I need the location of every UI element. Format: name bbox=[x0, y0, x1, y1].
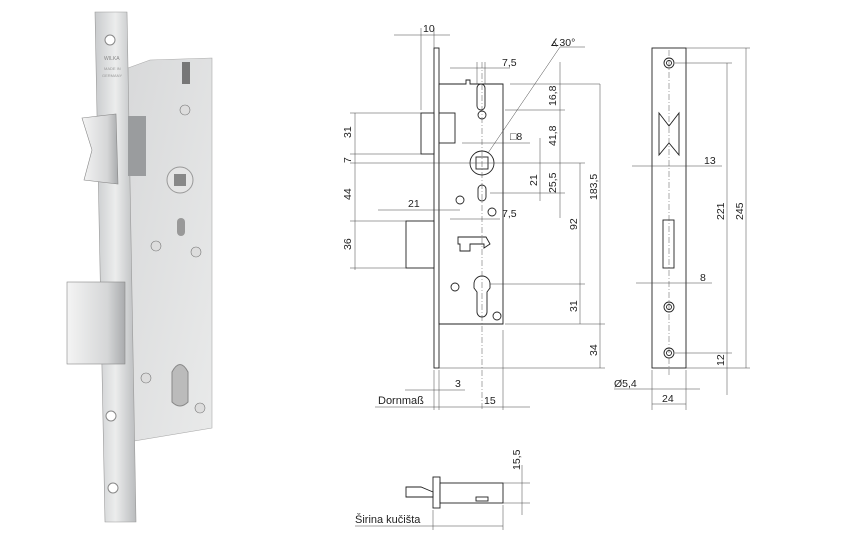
strike-dimension-lines bbox=[614, 47, 750, 410]
svg-text:16,8: 16,8 bbox=[547, 85, 559, 106]
svg-text:44: 44 bbox=[342, 188, 354, 200]
deadbolt bbox=[405, 220, 435, 269]
bottom-latch bbox=[405, 486, 434, 498]
bottom-faceplate bbox=[432, 476, 441, 509]
bolt-opening bbox=[662, 219, 675, 269]
front-dimension-lines bbox=[350, 28, 605, 410]
strike-plate-view: 13 8 221 245 12 Ø5,4 24 bbox=[614, 47, 750, 410]
photo-latch-bolt bbox=[81, 113, 119, 185]
faceplate bbox=[433, 47, 440, 369]
svg-text:21: 21 bbox=[528, 174, 540, 186]
photo-cylinder-hole bbox=[171, 364, 189, 407]
dim-follower-square: □8 bbox=[510, 131, 522, 143]
dim-hole-diameter: Ø5,4 bbox=[614, 378, 637, 390]
front-view: 10 7,5 ∡30° □8 7,5 21 3 15 Dornmaß 31 7 … bbox=[342, 23, 605, 410]
svg-text:25,5: 25,5 bbox=[547, 172, 559, 193]
photo-deadbolt bbox=[66, 281, 126, 365]
photo-screws bbox=[140, 104, 206, 414]
svg-text:36: 36 bbox=[342, 238, 354, 250]
case-width-label: Širina kučišta bbox=[355, 513, 421, 526]
dim-faceplate-thickness: 10 bbox=[423, 23, 435, 35]
dim-width: 24 bbox=[662, 393, 674, 405]
svg-text:7: 7 bbox=[342, 157, 354, 163]
photo-screw-hole-mid bbox=[105, 410, 117, 422]
svg-text:92: 92 bbox=[568, 218, 580, 230]
case-screws bbox=[450, 110, 502, 321]
dim-slot2-offset: 7,5 bbox=[502, 208, 517, 220]
dim-deadbolt-throw: 21 bbox=[408, 198, 420, 210]
photo-follower-square bbox=[174, 174, 186, 186]
photo-engraving-2: MADE IN bbox=[104, 66, 121, 71]
dim-bottom-height: 15,5 bbox=[511, 449, 523, 470]
photo-slot bbox=[177, 218, 185, 236]
svg-text:31: 31 bbox=[342, 126, 354, 138]
photo-engraving-3: GERMANY bbox=[102, 73, 123, 78]
svg-text:31: 31 bbox=[568, 300, 580, 312]
dim-bolt-opening: 8 bbox=[700, 272, 706, 284]
photo-latch-window bbox=[128, 116, 146, 176]
dim-angle: ∡30° bbox=[550, 37, 575, 49]
svg-text:34: 34 bbox=[588, 344, 600, 356]
photo-engraving: WILKA bbox=[104, 56, 120, 62]
dim-latch-opening: 13 bbox=[704, 155, 716, 167]
backset-label: Dornmaß bbox=[378, 395, 424, 407]
bottom-case bbox=[439, 482, 504, 504]
latch-bolt-inner bbox=[438, 112, 456, 144]
dim-backset: 15 bbox=[484, 395, 496, 407]
photo-screw-hole-bottom bbox=[107, 482, 119, 494]
bottom-detail bbox=[475, 496, 489, 502]
bottom-dimension-lines bbox=[355, 465, 530, 530]
svg-text:183,5: 183,5 bbox=[588, 174, 600, 200]
latch-opening bbox=[658, 111, 680, 157]
dim-faceplate-3: 3 bbox=[455, 378, 461, 390]
dim-hole-spacing: 221 bbox=[715, 202, 727, 220]
bottom-view: 15,5 Širina kučišta bbox=[355, 449, 530, 530]
lock-photo: WILKA MADE IN GERMANY bbox=[66, 11, 213, 523]
dim-hole-to-end: 12 bbox=[715, 354, 727, 366]
dim-total-length: 245 bbox=[734, 202, 746, 220]
dim-latch-offset: 7,5 bbox=[502, 57, 517, 69]
vertical-dims: 31 7 44 36 16,8 41,8 21 25,5 92 31 183,5… bbox=[342, 85, 600, 356]
top-slot bbox=[476, 83, 486, 111]
photo-spring bbox=[182, 62, 190, 84]
latch-bolt bbox=[420, 112, 435, 155]
svg-text:41,8: 41,8 bbox=[547, 125, 559, 146]
photo-screw-hole-top bbox=[104, 34, 116, 46]
